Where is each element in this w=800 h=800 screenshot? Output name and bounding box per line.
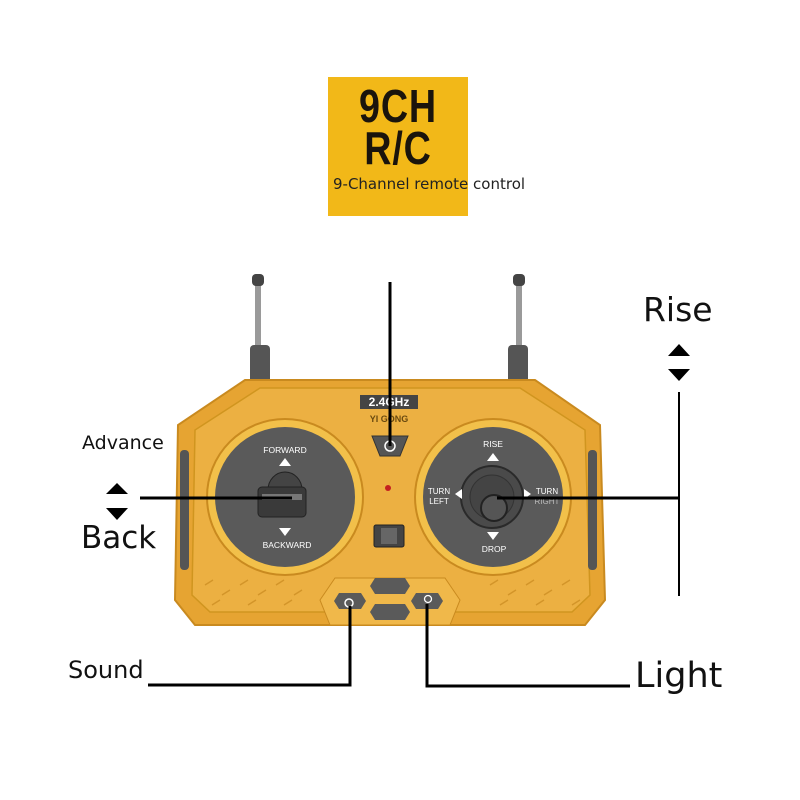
sound-label: Sound xyxy=(68,656,144,684)
backward-label: BACKWARD xyxy=(263,540,312,550)
light-icon xyxy=(423,594,433,604)
turn-left-label-1: TURN xyxy=(428,487,450,496)
up-down-arrows-right xyxy=(668,344,690,381)
left-grip xyxy=(180,450,189,570)
rise-callout-label: Rise xyxy=(643,290,713,329)
antenna-left xyxy=(250,274,270,383)
rise-label: RISE xyxy=(483,439,503,449)
right-joystick[interactable] xyxy=(480,494,508,522)
up-down-arrows-left xyxy=(106,483,128,520)
back-label: Back xyxy=(81,520,157,556)
badge-title: 9CH R/C xyxy=(341,80,456,174)
callout-lines xyxy=(140,282,680,688)
turn-right-label-2: RIGHT xyxy=(535,497,560,506)
forward-label: FORWARD xyxy=(263,445,306,455)
right-grip xyxy=(588,450,597,570)
advance-label: Advance xyxy=(82,432,164,454)
indicator-led xyxy=(385,485,391,491)
sound-button[interactable] xyxy=(334,593,366,609)
badge-title-line1: 9CH xyxy=(359,80,437,132)
light-button[interactable] xyxy=(411,593,443,609)
light-label: Light xyxy=(635,656,723,696)
drop-label: DROP xyxy=(482,544,507,554)
top-center-button[interactable] xyxy=(370,578,410,594)
9ch-rc-badge: 9CH R/C xyxy=(328,77,468,216)
badge-subtitle: 9-Channel remote control xyxy=(333,175,526,193)
turn-right-label-1: TURN xyxy=(536,487,558,496)
antenna-right xyxy=(508,274,528,383)
turn-left-label-2: LEFT xyxy=(429,497,449,506)
badge-title-line2: R/C xyxy=(364,122,432,174)
left-joystick[interactable] xyxy=(257,486,307,518)
bottom-center-button[interactable] xyxy=(370,604,410,620)
